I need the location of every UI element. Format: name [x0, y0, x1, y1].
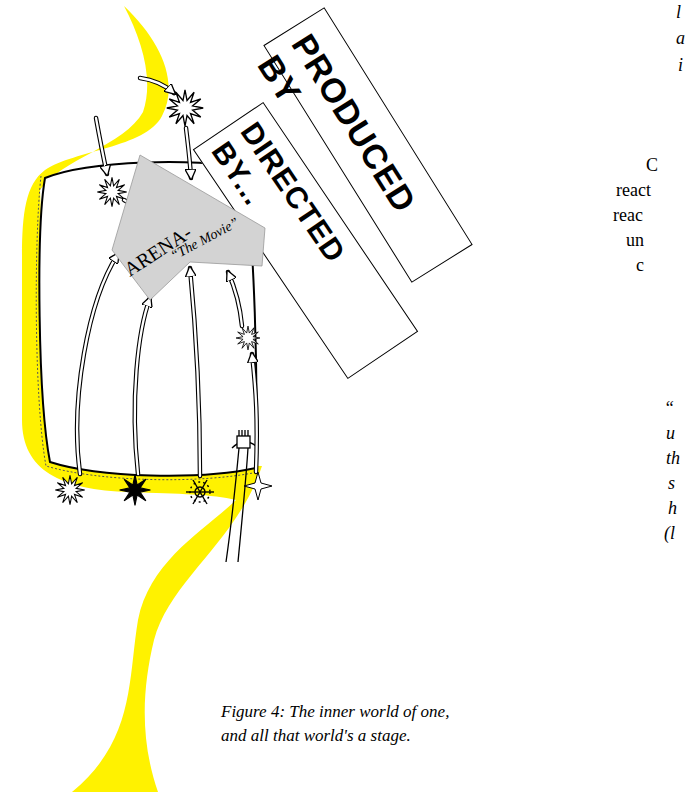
arena-outline — [110, 150, 270, 305]
text-fragment: un — [626, 230, 644, 251]
text-fragment: “ — [664, 398, 674, 419]
text-fragment: u — [666, 423, 675, 444]
arena-shape: ARENA-“The Movie” — [110, 150, 270, 305]
text-fragment: i — [678, 55, 683, 76]
text-fragment: reac — [613, 205, 643, 226]
plug-symbol — [226, 430, 256, 562]
text-fragment: C — [646, 155, 658, 176]
text-fragment: c — [636, 255, 644, 276]
text-fragment: th — [666, 448, 680, 469]
text-fragment: (l — [664, 523, 675, 544]
yellow-body — [22, 6, 262, 792]
text-fragment: s — [668, 473, 675, 494]
text-fragment: l — [676, 2, 681, 23]
text-fragment: h — [668, 498, 677, 519]
snowflake-symbol — [186, 480, 214, 504]
text-fragment: a — [676, 28, 685, 49]
figure-caption: Figure 4: The inner world of one, and al… — [221, 700, 466, 748]
text-fragment: react — [616, 180, 651, 201]
